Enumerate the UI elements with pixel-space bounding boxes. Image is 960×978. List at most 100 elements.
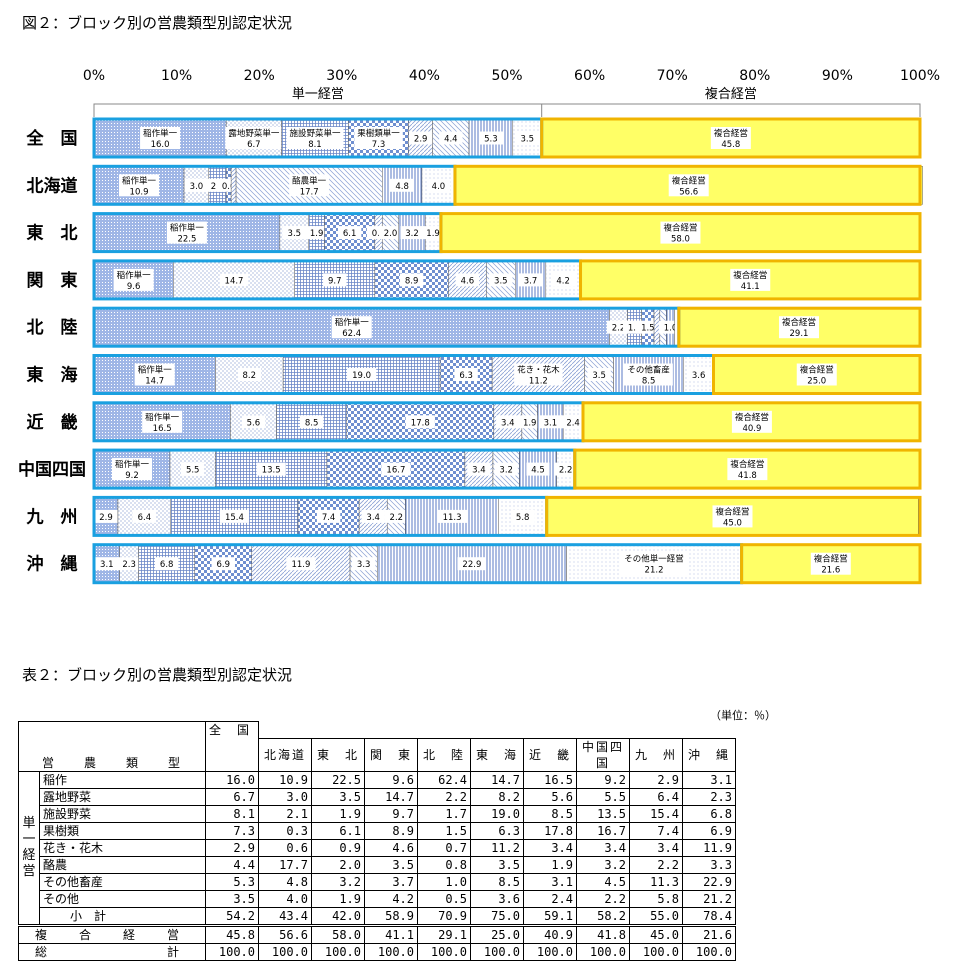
- table-cell: 2.0: [311, 855, 365, 874]
- segment-label-box: [668, 174, 709, 197]
- segment-label-box: [408, 131, 433, 145]
- segment-label-box: [166, 221, 207, 244]
- row-label: 小 計: [39, 906, 206, 926]
- segment-label-box: [132, 509, 157, 523]
- segment-label: 41.1: [741, 282, 760, 292]
- block-header: 北海道: [258, 737, 312, 772]
- segment-label: 2.9: [99, 513, 113, 523]
- block-header: 関 東: [364, 737, 418, 772]
- segment-label: 45.8: [721, 140, 740, 150]
- segment-label: 21.2: [645, 566, 664, 576]
- segment-label-box: [154, 557, 179, 571]
- table-cell: 8.2: [470, 787, 524, 806]
- segment-label: 稲作単一: [170, 223, 205, 234]
- segment-label: 4.6: [461, 276, 475, 286]
- segment-label: 7.4: [322, 513, 336, 523]
- segment-label-box: [299, 415, 324, 429]
- table-cell: 14.7: [470, 770, 524, 789]
- segment-label: 4.0: [432, 182, 446, 192]
- table-cell: 9.6: [364, 770, 418, 789]
- segment-label: 3.2: [499, 466, 513, 476]
- segment-label: 8.5: [305, 418, 319, 428]
- table-cell: 62.4: [417, 770, 471, 789]
- complex-group-outline: [540, 117, 922, 159]
- segment-label-box: [256, 462, 286, 476]
- group-label-single: 単一経営: [18, 770, 40, 926]
- segment-label: 稲作単一: [335, 317, 370, 328]
- table-cell: 1.0: [417, 872, 471, 891]
- segment-label: その他畜産: [627, 365, 670, 376]
- segment-label: 10.9: [130, 187, 149, 197]
- segment-label: 58.0: [671, 235, 690, 245]
- row-label: 果樹類: [39, 821, 206, 840]
- table-cell: 100.0: [364, 942, 418, 961]
- segment-label: 7.3: [372, 140, 386, 150]
- table-cell: 3.5: [205, 889, 259, 908]
- segment-label-box: [184, 178, 209, 192]
- table-cell: 4.0: [258, 889, 312, 908]
- table-cell: 0.5: [417, 889, 471, 908]
- segment-label: 14.7: [225, 276, 244, 286]
- segment-label-box: [351, 557, 376, 571]
- table-cell: 16.0: [205, 770, 259, 789]
- segment-label: 17.7: [300, 187, 319, 197]
- table-cell: 4.8: [258, 872, 312, 891]
- table-cell: 54.2: [205, 906, 259, 926]
- segment-label: 複合経営: [733, 270, 767, 281]
- row-label: その他: [39, 889, 206, 908]
- segment-label: 5.5: [186, 466, 200, 476]
- segment-label: 9.7: [328, 276, 342, 286]
- row-label: 花き・花木: [39, 838, 206, 857]
- table-cell: 22.5: [311, 770, 365, 789]
- table-cell: 3.1: [523, 872, 577, 891]
- x-tick-label: 50%: [491, 68, 522, 84]
- segment-label: 6.9: [217, 560, 231, 570]
- x-tick-label: 100%: [900, 68, 940, 84]
- table-cell: 9.2: [576, 770, 630, 789]
- segment-label: 6.3: [459, 371, 473, 381]
- table-cell: 3.5: [311, 787, 365, 806]
- table-cell: 1.5: [417, 821, 471, 840]
- segment-label-box: [119, 174, 160, 197]
- table-cell: 15.4: [629, 804, 683, 823]
- segment-label: 6.4: [138, 513, 152, 523]
- segment-label: 8.9: [405, 276, 419, 286]
- segment-label-box: [219, 509, 250, 523]
- table-cell: 5.6: [523, 787, 577, 806]
- block-header: 東 海: [470, 737, 524, 772]
- segment-label: 3.6: [692, 371, 706, 381]
- table-cell: 3.1: [682, 770, 736, 789]
- table-cell: 0.6: [258, 838, 312, 857]
- complex-group-outline: [712, 354, 922, 395]
- segment-label-box: [337, 226, 362, 240]
- segment-label: 6.7: [247, 140, 261, 150]
- table-cell: 5.8: [629, 889, 683, 908]
- segment-label-box: [286, 557, 316, 571]
- segment-label: 5.6: [247, 418, 261, 428]
- segment-label-box: [561, 415, 585, 429]
- segment-label-box: [361, 509, 385, 523]
- segment-label-box: [286, 127, 344, 149]
- table-cell: 11.9: [682, 838, 736, 857]
- table-cell: 8.5: [470, 872, 524, 891]
- segment-label: 3.1: [544, 418, 558, 428]
- table-cell: 21.2: [682, 889, 736, 908]
- segment-label-box: [316, 509, 341, 523]
- segment-label-box: [621, 552, 687, 575]
- segment-label-box: [421, 226, 445, 240]
- x-tick-label: 20%: [244, 68, 275, 84]
- segment-label: 6.1: [343, 229, 357, 239]
- segment-label: 22.9: [462, 560, 481, 570]
- corner-label: 営 農 類 型: [18, 721, 206, 772]
- segment-label-box: [140, 127, 181, 149]
- x-tick-label: 30%: [326, 68, 357, 84]
- table-cell: 7.3: [205, 821, 259, 840]
- segment-label: 複合経営: [782, 317, 816, 328]
- table-cell: 3.6: [470, 889, 524, 908]
- table-cell: 2.9: [205, 838, 259, 857]
- segment-label-box: [390, 178, 414, 192]
- segment-label-box: [551, 273, 575, 287]
- segment-label: 56.6: [679, 187, 698, 197]
